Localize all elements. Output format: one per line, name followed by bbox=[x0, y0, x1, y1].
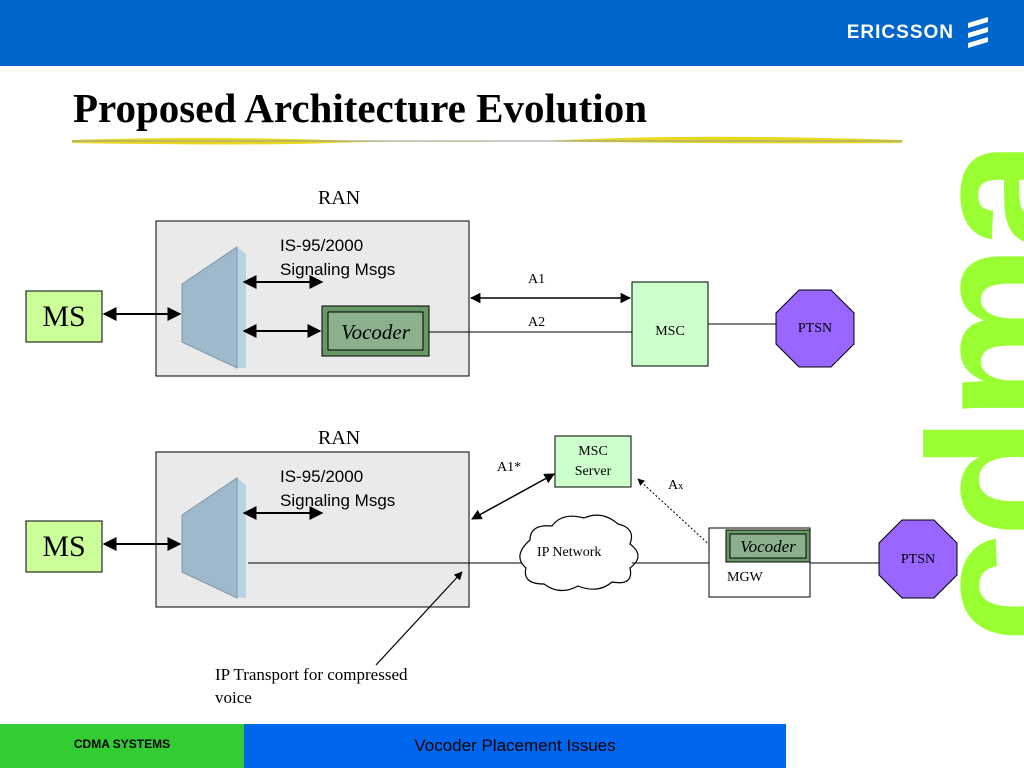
ptsn-octagon-top bbox=[775, 289, 855, 368]
vocoder-box-bottom bbox=[725, 529, 811, 563]
ip-network-label: IP Network bbox=[537, 545, 602, 560]
vocoder-box-top bbox=[321, 305, 430, 357]
ptsn-octagon-bottom bbox=[878, 519, 958, 599]
a1-label: A1 bbox=[528, 272, 546, 287]
footer-left-bar bbox=[0, 724, 244, 768]
a1-star-link bbox=[471, 473, 555, 520]
header-bar bbox=[0, 0, 1024, 66]
signaling-label-bottom-line2: Signaling Msgs bbox=[280, 491, 396, 510]
brand-name: ERICSSON bbox=[846, 22, 954, 43]
page-title: Proposed Architecture Evolution bbox=[73, 85, 647, 131]
ms-label-top: MS bbox=[42, 300, 86, 333]
vocoder-label-top: Vocoder bbox=[341, 320, 410, 344]
ran-label-top: RAN bbox=[318, 187, 361, 209]
msc-server-label-line2: Server bbox=[574, 464, 612, 479]
mgw-label: MGW bbox=[727, 570, 763, 585]
ax-label: Ax bbox=[668, 478, 684, 493]
msc-server-box bbox=[554, 435, 632, 488]
transport-label-line2: voice bbox=[215, 688, 252, 707]
a2-label: A2 bbox=[528, 315, 546, 330]
ms-box-top bbox=[25, 290, 103, 343]
signaling-label-top-line2: Signaling Msgs bbox=[280, 260, 396, 279]
transport-callout-arrow bbox=[375, 571, 463, 666]
msc-label: MSC bbox=[655, 324, 685, 339]
ran-label-bottom: RAN bbox=[318, 427, 361, 449]
footer-right-bar bbox=[244, 724, 786, 768]
ip-network-cloud bbox=[519, 514, 639, 592]
signaling-label-bottom-line1: IS-95/2000 bbox=[280, 467, 364, 486]
a1-star-label: A1* bbox=[497, 460, 522, 475]
ms-label-bottom: MS bbox=[42, 530, 86, 563]
footer-section-label: CDMA SYSTEMS bbox=[73, 737, 171, 751]
ptsn-label-bottom: PTSN bbox=[900, 552, 936, 567]
signaling-label-top-line1: IS-95/2000 bbox=[280, 236, 364, 255]
ericsson-logo-icon bbox=[968, 17, 988, 48]
vocoder-label-bottom: Vocoder bbox=[740, 537, 796, 556]
transport-label-line1: IP Transport for compressed bbox=[215, 665, 408, 684]
footer-slide-title: Vocoder Placement Issues bbox=[414, 736, 616, 755]
ax-link bbox=[637, 478, 729, 563]
ms-box-bottom bbox=[25, 520, 103, 573]
title-underline bbox=[72, 136, 902, 145]
ptsn-label-top: PTSN bbox=[797, 321, 833, 336]
msc-server-label-line1: MSC bbox=[578, 444, 608, 459]
